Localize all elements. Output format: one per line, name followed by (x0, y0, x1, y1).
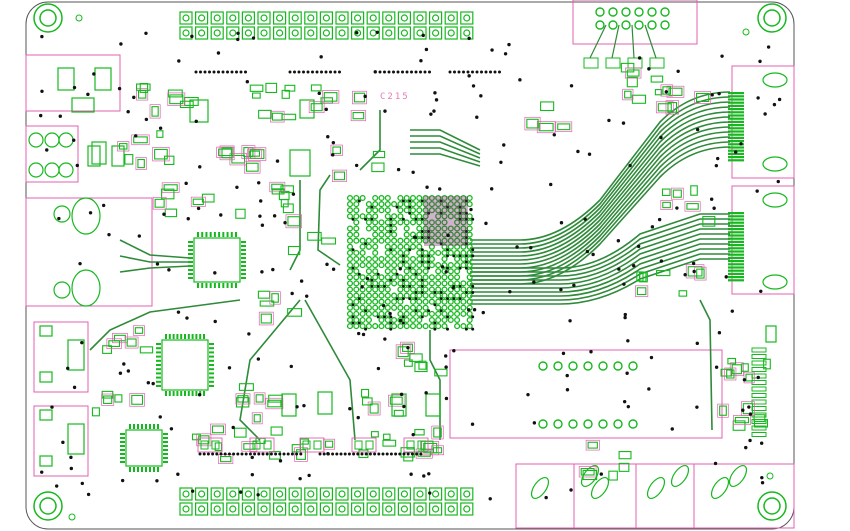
vias (39, 30, 782, 501)
smd-components (91, 62, 771, 481)
mounting-hole-bottom-right (757, 491, 787, 521)
mounting-hole-bottom-left (33, 491, 63, 521)
mounting-hole-top-left (33, 3, 63, 33)
pin-header-top (179, 11, 474, 40)
connector-top-right-pins (583, 7, 670, 69)
left-edge-connectors (25, 54, 153, 477)
ic-pin-rows (120, 232, 246, 472)
mounting-hole-top-right (757, 3, 787, 33)
qfn-ic-left (125, 237, 241, 467)
bga-chip-footprint (346, 194, 475, 331)
right-edge-connectors (449, 65, 795, 529)
edge-finger-pads (728, 92, 767, 437)
right-edge-pads (530, 72, 788, 500)
signal-traces (89, 91, 731, 441)
connector-top-right (572, 0, 698, 45)
designator-c215: C215 (380, 92, 410, 102)
connector-mid-right-pins (538, 361, 638, 429)
